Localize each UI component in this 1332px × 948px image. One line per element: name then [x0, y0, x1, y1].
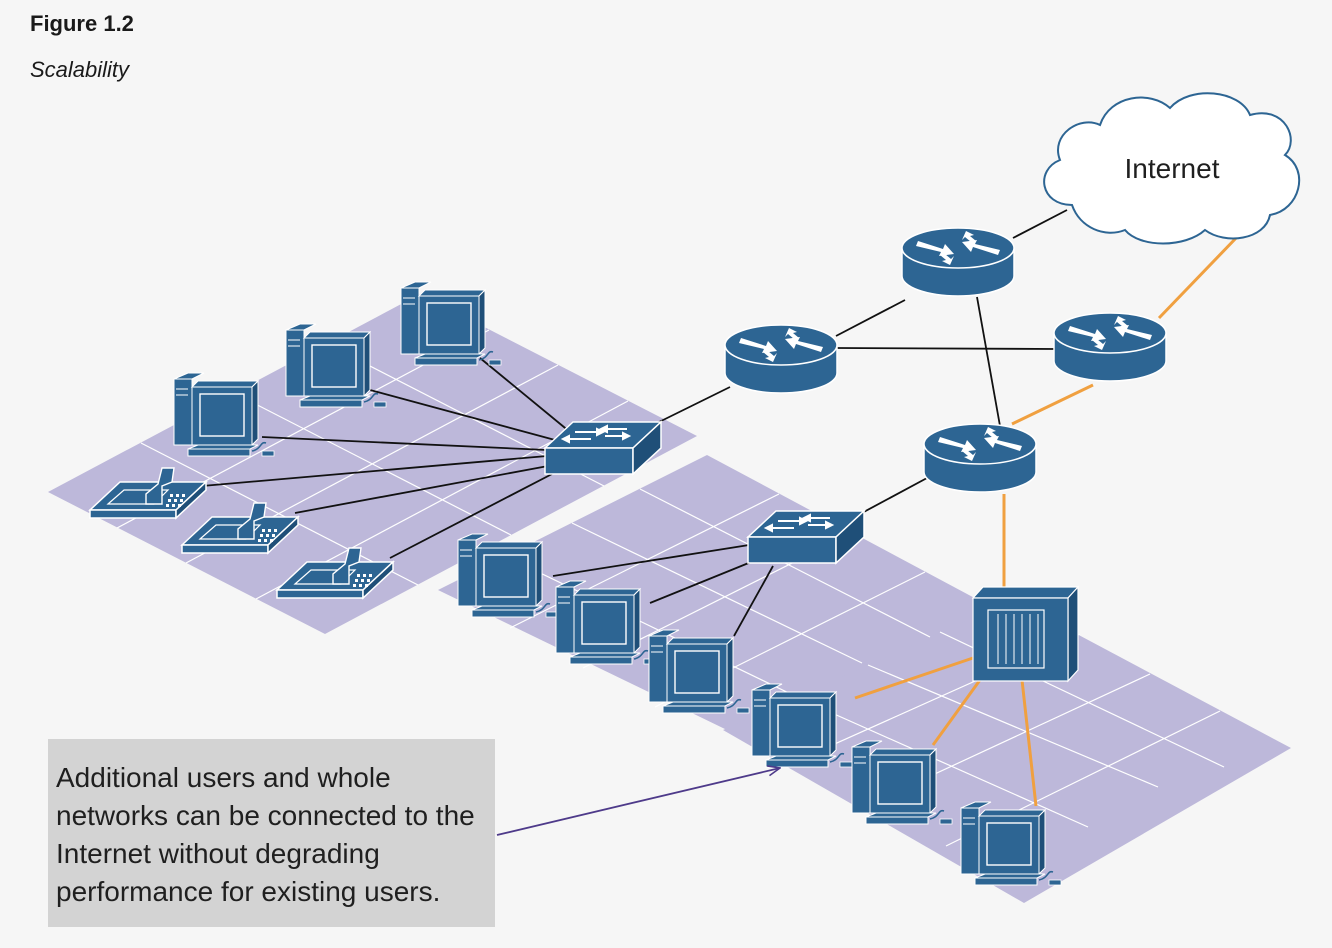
- server-icon: [971, 585, 1080, 683]
- figure-subtitle: Scalability: [30, 57, 130, 82]
- existing-links: [201, 209, 1068, 637]
- internet-cloud: Internet: [1043, 92, 1301, 245]
- callout-text: Additional users and whole networks can …: [56, 762, 475, 907]
- cloud-label: Internet: [1125, 153, 1220, 184]
- router-icon: [1053, 312, 1167, 382]
- floor-lan-3: [723, 600, 1291, 903]
- cloud-icon: [1043, 92, 1301, 245]
- new-links: [854, 234, 1240, 807]
- figure-title: Figure 1.2: [30, 11, 134, 36]
- router-icon: [901, 227, 1015, 297]
- callout-arrow: [496, 768, 780, 836]
- router-icon: [923, 423, 1037, 493]
- callout-box: Additional users and whole networks can …: [48, 739, 495, 927]
- router-icon: [724, 324, 838, 394]
